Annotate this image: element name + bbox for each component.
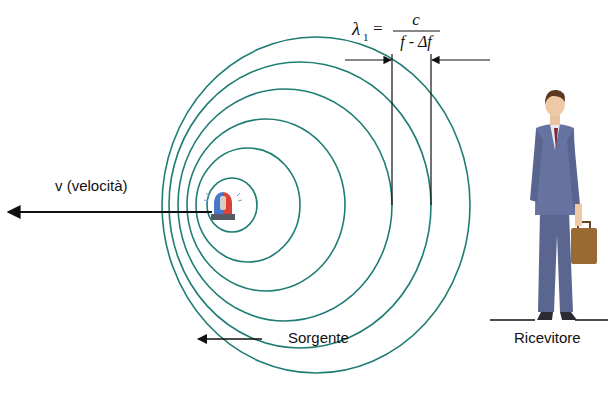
wavefront: [178, 89, 392, 321]
siren-icon: [204, 192, 242, 220]
formula-numerator: c: [412, 11, 420, 30]
source-label: Sorgente: [288, 330, 349, 347]
formula-subscript: 1: [363, 31, 369, 43]
formula-symbol: λ: [352, 19, 360, 40]
wavelength-marker: [345, 31, 490, 205]
velocity-arrow: [8, 211, 212, 213]
wavefront: [162, 37, 470, 373]
direction-arrow: [198, 338, 262, 340]
wavefronts: [162, 37, 470, 373]
formula-operator: =: [373, 20, 383, 39]
wavefront: [196, 148, 300, 262]
formula-denominator: f - Δf: [400, 33, 432, 51]
velocity-label: v (velocità): [55, 178, 128, 195]
wavefront: [207, 178, 257, 232]
receiver-label: Ricevitore: [514, 330, 581, 347]
fraction-bar: [393, 30, 440, 31]
wavefront: [187, 119, 345, 291]
person-figure: [530, 90, 597, 320]
